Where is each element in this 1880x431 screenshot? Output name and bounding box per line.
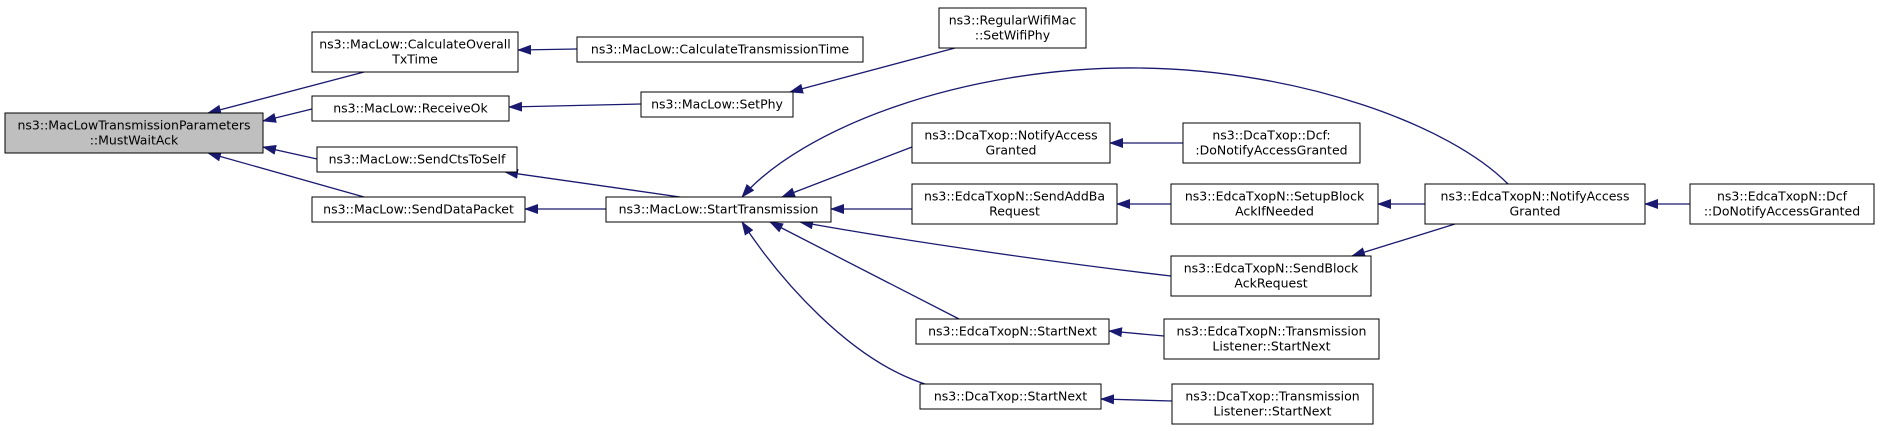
node-label-line: ns3::MacLow::SendDataPacket xyxy=(323,202,514,217)
nodes-layer: ns3::MacLowTransmissionParameters::MustW… xyxy=(4,7,1875,425)
node-label-line: ns3::DcaTxop::Transmission xyxy=(1185,389,1359,404)
node-label-line: TxTime xyxy=(391,52,438,67)
node-box xyxy=(576,36,864,63)
edge-n2-n0 xyxy=(262,108,313,123)
node-label-line: AckIfNeeded xyxy=(1235,204,1314,219)
edge-n17-n12 xyxy=(1100,394,1173,405)
graph-node-n18[interactable]: ns3::EdcaTxopN::NotifyAccessGranted xyxy=(1424,183,1646,225)
edge-n1-n0 xyxy=(207,71,365,115)
edge-n3-n0 xyxy=(262,144,318,160)
edge-n6-n2 xyxy=(508,101,642,112)
node-box xyxy=(311,95,510,122)
node-label-line: ns3::MacLow::SetPhy xyxy=(651,97,783,112)
node-label-line: ns3::EdcaTxopN::StartNext xyxy=(928,324,1097,339)
node-label-line: ns3::MacLow::SendCtsToSelf xyxy=(329,152,506,167)
node-label-line: ns3::EdcaTxopN::SendAddBa xyxy=(924,189,1105,204)
node-box xyxy=(311,196,526,223)
graph-node-n17[interactable]: ns3::DcaTxop::TransmissionListener::Star… xyxy=(1171,383,1374,425)
node-label-line: ns3::EdcaTxopN::SetupBlock xyxy=(1185,189,1365,204)
graph-node-n13[interactable]: ns3::DcaTxop::Dcf::DoNotifyAccessGranted xyxy=(1182,122,1361,164)
node-box xyxy=(1163,318,1380,360)
node-label-line: Granted xyxy=(1510,204,1561,219)
node-box xyxy=(4,112,264,154)
graph-node-n11[interactable]: ns3::EdcaTxopN::StartNext xyxy=(915,318,1110,345)
edge-n7-n3 xyxy=(504,168,681,198)
edge-n18-n7 xyxy=(741,67,1509,198)
node-label-line: ::SetWifiPhy xyxy=(975,28,1051,43)
edge-n11-n7 xyxy=(769,221,960,320)
graph-node-n5[interactable]: ns3::MacLow::CalculateTransmissionTime xyxy=(576,36,864,63)
node-label-line: Request xyxy=(989,204,1040,219)
node-label-line: ns3::EdcaTxopN::SendBlock xyxy=(1184,261,1359,276)
node-label-line: ::DoNotifyAccessGranted xyxy=(1704,204,1860,219)
graph-node-n19[interactable]: ns3::EdcaTxopN::Dcf::DoNotifyAccessGrant… xyxy=(1689,183,1875,225)
node-box xyxy=(605,196,832,223)
graph-node-n4[interactable]: ns3::MacLow::SendDataPacket xyxy=(311,196,526,223)
graph-node-n16[interactable]: ns3::EdcaTxopN::TransmissionListener::St… xyxy=(1163,318,1380,360)
node-box xyxy=(1170,183,1379,225)
node-box xyxy=(1689,183,1875,225)
node-label-line: Listener::StartNext xyxy=(1212,339,1330,354)
edge-n5-n1 xyxy=(517,44,578,55)
node-box xyxy=(938,7,1087,49)
node-label-line: ns3::DcaTxop::NotifyAccess xyxy=(924,128,1097,143)
edge-n8-n6 xyxy=(789,47,956,94)
graph-node-n12[interactable]: ns3::DcaTxop::StartNext xyxy=(919,383,1102,410)
node-label-line: ns3::EdcaTxopN::Dcf xyxy=(1717,189,1848,204)
node-box xyxy=(915,318,1110,345)
node-box xyxy=(316,146,518,173)
node-box xyxy=(640,91,794,118)
edge-n9-n7 xyxy=(781,146,913,198)
node-label-line: ns3::EdcaTxopN::NotifyAccess xyxy=(1441,189,1630,204)
graph-node-n3[interactable]: ns3::MacLow::SendCtsToSelf xyxy=(316,146,518,173)
edges-layer xyxy=(207,44,1690,405)
edge-n16-n11 xyxy=(1108,327,1165,338)
graph-node-n9[interactable]: ns3::DcaTxop::NotifyAccessGranted xyxy=(911,122,1111,164)
edge-n12-n7 xyxy=(741,221,926,385)
node-box xyxy=(911,122,1111,164)
node-label-line: ns3::MacLow::CalculateOverall xyxy=(319,37,511,52)
node-box xyxy=(1182,122,1361,164)
edge-n15-n7 xyxy=(799,219,1172,277)
node-label-line: ns3::RegularWifiMac xyxy=(949,13,1077,28)
node-box xyxy=(311,31,519,73)
node-label-line: ns3::EdcaTxopN::Transmission xyxy=(1177,324,1367,339)
node-box xyxy=(911,183,1118,225)
node-label-line: Granted xyxy=(986,143,1037,158)
node-box xyxy=(1171,383,1374,425)
node-box xyxy=(1424,183,1646,225)
graph-node-n7[interactable]: ns3::MacLow::StartTransmission xyxy=(605,196,832,223)
graph-node-n2[interactable]: ns3::MacLow::ReceiveOk xyxy=(311,95,510,122)
node-label-line: ns3::MacLow::StartTransmission xyxy=(619,202,819,217)
node-label-line: Listener::StartNext xyxy=(1213,404,1331,419)
edge-n18-n15 xyxy=(1351,223,1456,257)
node-label-line: AckRequest xyxy=(1234,276,1307,291)
edge-n4-n0 xyxy=(207,151,365,198)
node-label-line: ns3::DcaTxop::Dcf: xyxy=(1212,128,1330,143)
graph-node-n6[interactable]: ns3::MacLow::SetPhy xyxy=(640,91,794,118)
node-label-line: ns3::MacLowTransmissionParameters xyxy=(17,118,250,133)
graph-node-n0[interactable]: ns3::MacLowTransmissionParameters::MustW… xyxy=(4,112,264,154)
node-box xyxy=(1170,255,1372,297)
node-label-line: ns3::DcaTxop::StartNext xyxy=(934,389,1087,404)
node-label-line: :DoNotifyAccessGranted xyxy=(1195,143,1347,158)
node-label-line: ns3::MacLow::CalculateTransmissionTime xyxy=(591,42,850,57)
graph-node-n8[interactable]: ns3::RegularWifiMac::SetWifiPhy xyxy=(938,7,1087,49)
node-box xyxy=(919,383,1102,410)
node-label-line: ns3::MacLow::ReceiveOk xyxy=(333,101,488,116)
node-label-line: ::MustWaitAck xyxy=(90,133,179,148)
